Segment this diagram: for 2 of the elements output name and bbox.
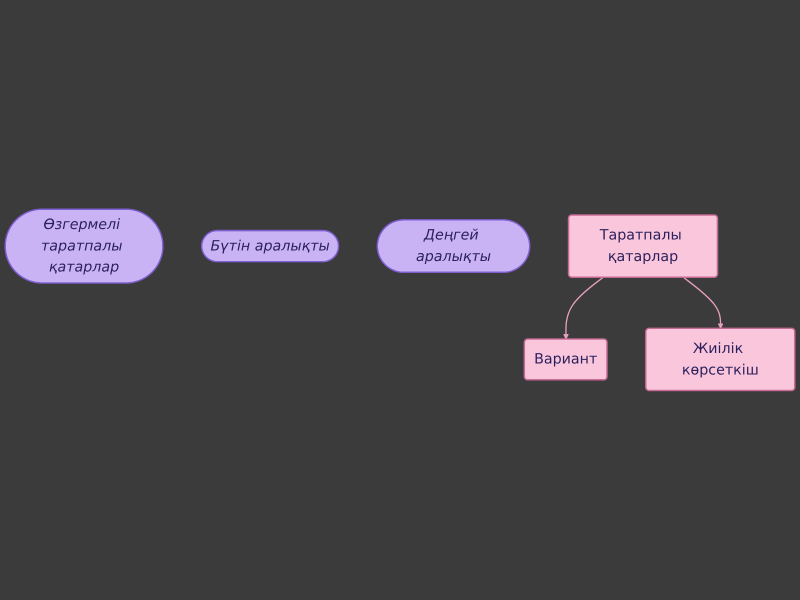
arrow [683,277,724,330]
arrow [563,277,604,340]
